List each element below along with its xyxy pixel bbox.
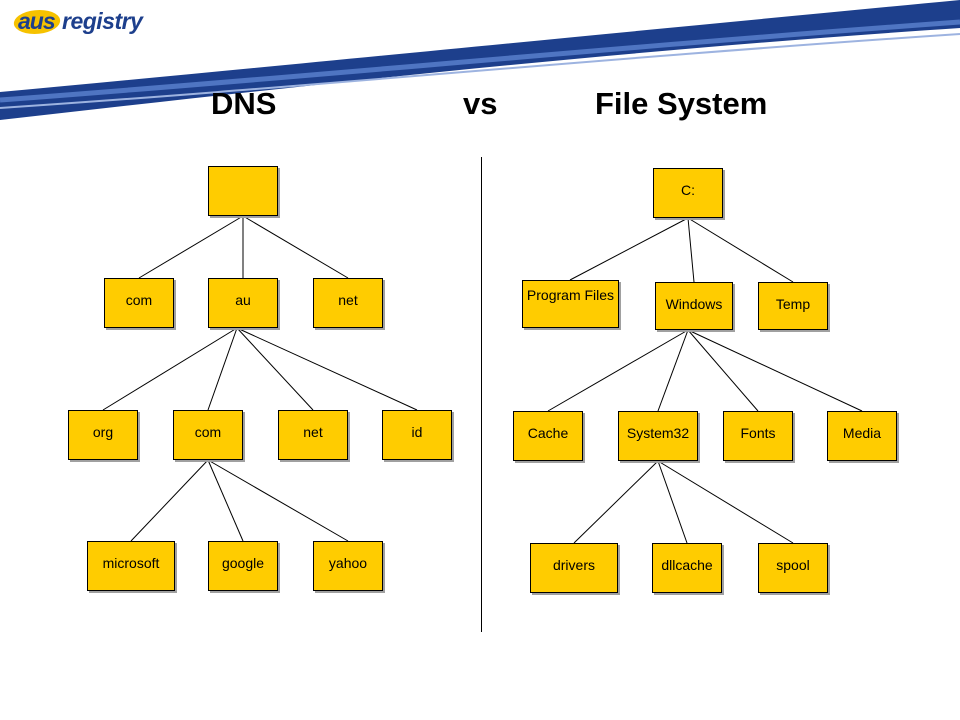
tree-connector-line bbox=[569, 217, 689, 281]
tree-connector-line bbox=[138, 215, 244, 279]
tree-connector-line bbox=[547, 329, 689, 412]
dns-node-label: net bbox=[303, 424, 323, 440]
dns-node-org: org bbox=[68, 410, 138, 460]
tree-connector-line bbox=[657, 460, 794, 544]
tree-connector-line bbox=[657, 460, 688, 544]
fs-node-label: dllcache bbox=[661, 557, 713, 573]
dns-node-label: com bbox=[125, 292, 153, 308]
fs-node-label: Fonts bbox=[740, 425, 776, 441]
dns-node-au-com: com bbox=[173, 410, 243, 460]
tree-connector-line bbox=[102, 327, 238, 411]
tree-connector-line bbox=[573, 460, 659, 544]
fs-node-label: Cache bbox=[527, 425, 569, 441]
dns-node-label: au bbox=[235, 292, 251, 308]
fs-node-dllcache: dllcache bbox=[652, 543, 722, 593]
title-vs: vs bbox=[463, 86, 498, 121]
tree-connector-line bbox=[687, 329, 759, 412]
fs-node-program-files: Program Files bbox=[522, 280, 619, 328]
tree-connector-line bbox=[657, 329, 689, 412]
fs-node-fonts: Fonts bbox=[723, 411, 793, 461]
dns-node-label: net bbox=[338, 292, 358, 308]
fs-node-label: drivers bbox=[552, 557, 595, 573]
fs-node-media: Media bbox=[827, 411, 897, 461]
tree-connector-line bbox=[236, 327, 418, 411]
dns-node-yahoo: yahoo bbox=[313, 541, 383, 591]
tree-connector-line bbox=[687, 217, 695, 283]
tree-connector-line bbox=[207, 459, 244, 542]
dns-node-com: com bbox=[104, 278, 174, 328]
fs-node-label: Temp bbox=[775, 296, 811, 312]
dns-node-au: au bbox=[208, 278, 278, 328]
logo-suffix: registry bbox=[62, 8, 143, 34]
fs-node-label: Windows bbox=[665, 296, 723, 312]
tree-connector-line bbox=[687, 217, 794, 283]
dns-node-label: com bbox=[194, 424, 222, 440]
dns-root-node bbox=[208, 166, 278, 216]
title-file-system: File System bbox=[595, 86, 768, 121]
swoosh-band-thin bbox=[0, 33, 960, 109]
swoosh-band-light bbox=[0, 19, 960, 103]
dns-node-net: net bbox=[313, 278, 383, 328]
fs-node-temp: Temp bbox=[758, 282, 828, 330]
tree-connector-line bbox=[207, 459, 349, 542]
title-dns: DNS bbox=[211, 86, 277, 121]
dns-node-label: google bbox=[221, 555, 265, 571]
dns-node-microsoft: microsoft bbox=[87, 541, 175, 591]
fs-root-label: C: bbox=[681, 182, 695, 198]
fs-node-label: spool bbox=[776, 557, 810, 573]
dns-node-label: microsoft bbox=[102, 555, 160, 571]
fs-node-spool: spool bbox=[758, 543, 828, 593]
logo-prefix: aus bbox=[18, 8, 56, 34]
tree-connector-line bbox=[130, 459, 209, 542]
tree-connector-line bbox=[242, 215, 349, 279]
center-divider bbox=[481, 157, 482, 632]
dns-node-label: yahoo bbox=[328, 555, 368, 571]
fs-node-system32: System32 bbox=[618, 411, 698, 461]
dns-node-id: id bbox=[382, 410, 452, 460]
fs-root-node: C: bbox=[653, 168, 723, 218]
tree-connector-line bbox=[207, 327, 238, 411]
fs-node-label: System32 bbox=[626, 425, 690, 441]
dns-node-google: google bbox=[208, 541, 278, 591]
tree-connector-line bbox=[687, 329, 863, 412]
dns-node-label: org bbox=[92, 424, 114, 440]
fs-node-label: Program Files bbox=[526, 287, 615, 303]
fs-node-windows: Windows bbox=[655, 282, 733, 330]
fs-node-drivers: drivers bbox=[530, 543, 618, 593]
tree-connector-line bbox=[236, 327, 314, 411]
fs-node-label: Media bbox=[842, 425, 882, 441]
fs-node-cache: Cache bbox=[513, 411, 583, 461]
dns-node-label: id bbox=[411, 424, 423, 440]
dns-node-au-net: net bbox=[278, 410, 348, 460]
